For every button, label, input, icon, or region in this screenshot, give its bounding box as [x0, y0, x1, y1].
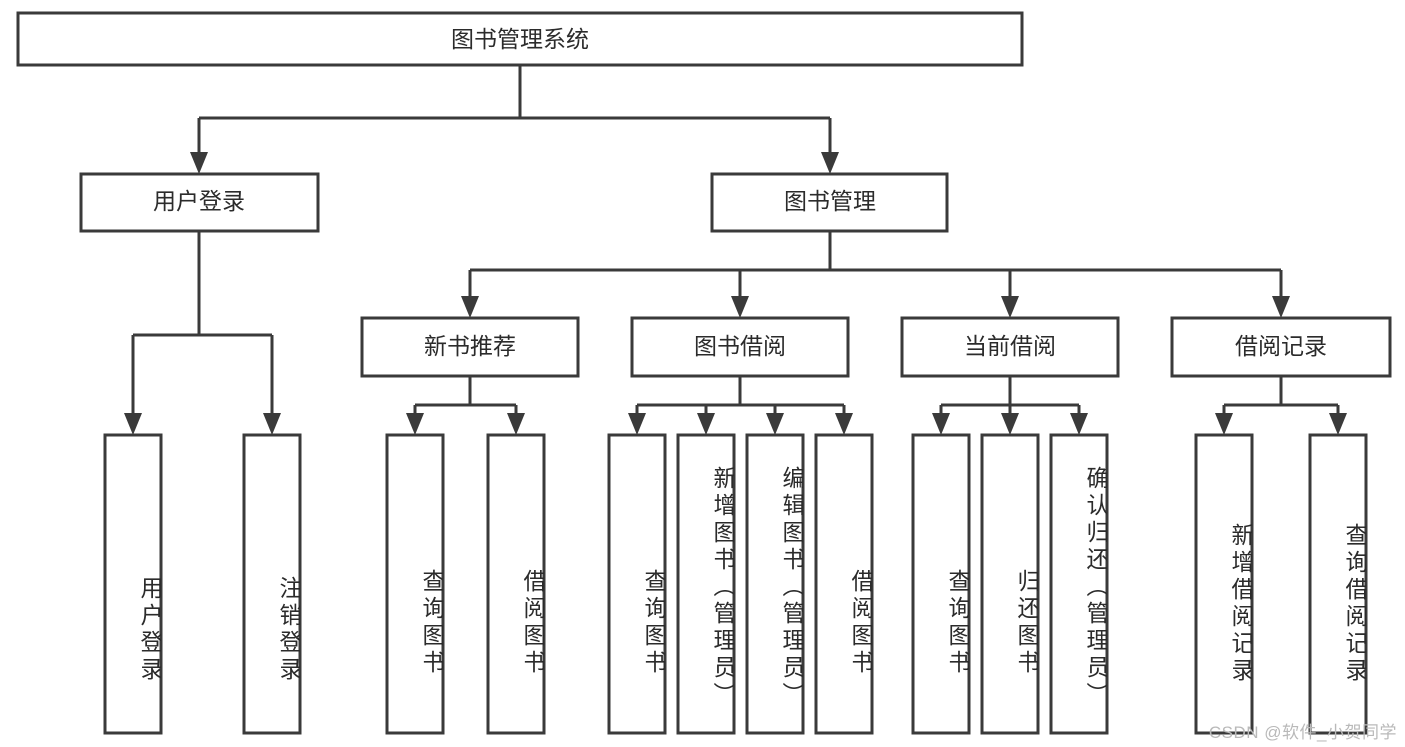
node-user-login-label: 用户登录	[153, 188, 245, 214]
node-new-book-rec[interactable]: 新书推荐	[360, 316, 580, 378]
node-leaf-return-book-box[interactable]	[980, 433, 1040, 735]
arrow-to-leaf-borrow-book-1	[507, 413, 525, 435]
arrow-to-leaf-add-book	[697, 413, 715, 435]
arrow-to-leaf-query-book-1	[406, 413, 424, 435]
node-new-book-rec-label: 新书推荐	[424, 333, 516, 359]
arrow-to-current-borrow	[1001, 296, 1019, 318]
arrow-to-leaf-return-book	[1001, 413, 1019, 435]
node-user-login-box[interactable]	[79, 172, 320, 233]
arrow-to-leaf-user-login	[124, 413, 142, 435]
node-leaf-query-book-3-box[interactable]	[911, 433, 971, 735]
leaf-box-layer	[103, 433, 1368, 735]
node-current-borrow-label: 当前借阅	[964, 333, 1056, 359]
arrow-to-leaf-confirm-return	[1070, 413, 1088, 435]
arrow-to-leaf-edit-book	[766, 413, 784, 435]
node-leaf-query-book-1-box[interactable]	[385, 433, 445, 735]
node-root-label: 图书管理系统	[451, 26, 589, 52]
csdn-watermark: CSDN @软件_小贺同学	[1208, 723, 1397, 742]
node-user-login[interactable]: 用户登录	[79, 172, 320, 233]
node-leaf-query-book-2-box[interactable]	[607, 433, 667, 735]
node-root-box[interactable]	[16, 11, 1024, 67]
arrow-to-leaf-query-record	[1329, 413, 1347, 435]
node-root[interactable]: 图书管理系统	[16, 11, 1024, 67]
node-borrow-record-box[interactable]	[1170, 316, 1392, 378]
arrow-to-new-book-rec	[461, 296, 479, 318]
node-new-book-rec-box[interactable]	[360, 316, 580, 378]
node-book-borrow[interactable]: 图书借阅	[630, 316, 850, 378]
arrow-to-book-borrow	[731, 296, 749, 318]
node-book-manage-box[interactable]	[710, 172, 949, 233]
node-leaf-edit-book-box[interactable]	[745, 433, 805, 735]
arrow-to-book-manage	[821, 152, 839, 174]
node-leaf-user-login-box[interactable]	[103, 433, 163, 735]
node-book-borrow-label: 图书借阅	[694, 333, 786, 359]
arrow-to-leaf-query-book-3	[932, 413, 950, 435]
arrow-to-borrow-record	[1272, 296, 1290, 318]
node-leaf-query-record-box[interactable]	[1308, 433, 1368, 735]
node-borrow-record-label: 借阅记录	[1235, 333, 1327, 359]
node-leaf-add-record-box[interactable]	[1194, 433, 1254, 735]
arrow-to-leaf-add-record	[1215, 413, 1233, 435]
arrow-to-leaf-borrow-book-2	[835, 413, 853, 435]
node-current-borrow[interactable]: 当前借阅	[900, 316, 1120, 378]
node-book-manage[interactable]: 图书管理	[710, 172, 949, 233]
arrow-to-leaf-query-book-2	[628, 413, 646, 435]
node-leaf-confirm-return-box[interactable]	[1049, 433, 1109, 735]
arrow-to-user-login	[190, 152, 208, 174]
node-book-borrow-box[interactable]	[630, 316, 850, 378]
connector-layer	[124, 65, 1347, 435]
node-leaf-add-book-box[interactable]	[676, 433, 736, 735]
arrow-to-leaf-user-logout	[263, 413, 281, 435]
node-current-borrow-box[interactable]	[900, 316, 1120, 378]
node-leaf-borrow-book-1-box[interactable]	[486, 433, 546, 735]
node-leaf-user-logout-box[interactable]	[242, 433, 302, 735]
node-leaf-borrow-book-2-box[interactable]	[814, 433, 874, 735]
node-borrow-record[interactable]: 借阅记录	[1170, 316, 1392, 378]
node-book-manage-label: 图书管理	[784, 188, 876, 214]
